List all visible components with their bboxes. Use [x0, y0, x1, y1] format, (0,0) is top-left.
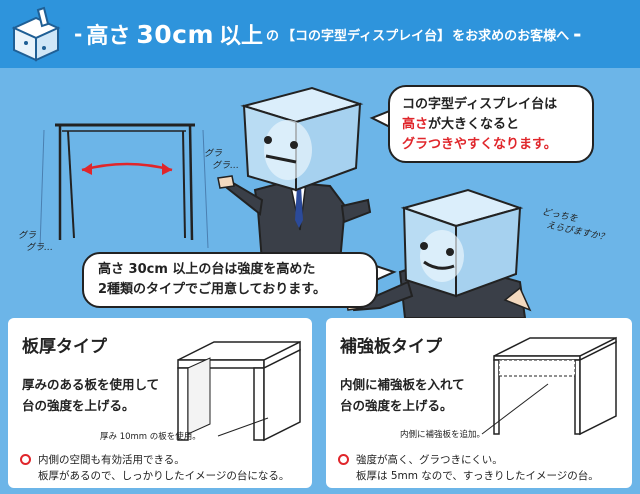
bubble-top-line2-black: が大きくなると	[428, 117, 520, 132]
sfx-gura-4: グラ…	[26, 243, 54, 253]
title-size: 30cm	[136, 19, 214, 49]
bubble-left-line2: 2種類のタイプでご用意しております。	[98, 282, 326, 297]
card-merit-thick-line1: 内側の空間も有効活用できる。	[38, 454, 185, 466]
callout-line-thick	[217, 417, 269, 437]
bubble-top-line2-red: 高さ	[402, 117, 429, 132]
bubble-top-line2: 高さが大きくなると	[402, 115, 580, 135]
speech-bubble-top: コの字型ディスプレイ台は 高さが大きくなると グラつきやすくなります。	[388, 85, 594, 163]
card-desc-thick: 厚みのある板を使用して 台の強度を上げる。	[22, 374, 182, 416]
title-product: 【コの字型ディスプレイ台】	[282, 28, 451, 44]
card-merit-thick-line2: 板厚があるので、しっかりしたイメージの台になる。	[38, 470, 290, 482]
card-desc-thick-line1: 厚みのある板を使用して	[22, 377, 160, 392]
sfx-gura-1: グラ	[204, 149, 223, 159]
card-merit-reinforced-line1: 強度が高く、グラつきにくい。	[356, 454, 503, 466]
card-reinforced-board: 補強板タイプ 内側に補強板を入れて 台の強度を上げる。 内側に補強板を追加。 強…	[326, 318, 632, 488]
bubble-left-line1: 高さ 30cm 以上の台は強度を高めた	[98, 262, 316, 277]
wobbly-table-icon	[39, 123, 209, 249]
sfx-gura-2: グラ…	[212, 161, 240, 171]
card-merit-reinforced: 強度が高く、グラつきにくい。 板厚は 5mm なので、すっきりしたイメージの台。	[338, 452, 599, 484]
title-for: をお求めのお客様へ	[452, 28, 570, 44]
card-merit-reinforced-line2: 板厚は 5mm なので、すっきりしたイメージの台。	[356, 470, 599, 482]
title-dash-right: -	[573, 22, 582, 46]
card-desc-reinforced: 内側に補強板を入れて 台の強度を上げる。	[340, 374, 500, 416]
card-merit-thick: 内側の空間も有効活用できる。 板厚があるので、しっかりしたイメージの台になる。	[20, 452, 289, 484]
bubble-top-line1: コの字型ディスプレイ台は	[402, 97, 558, 112]
bubble-tail-left	[375, 264, 397, 282]
card-thick-board: 板厚タイプ 厚みのある板を使用して 台の強度を上げる。 厚み 10mm の板を使…	[8, 318, 312, 488]
box-hand-logo-icon	[11, 6, 61, 62]
sfx-gura-3: グラ	[18, 231, 37, 241]
merit-circle-icon	[338, 454, 349, 465]
reinforced-board-table-icon	[493, 336, 617, 436]
card-desc-thick-line2: 台の強度を上げる。	[22, 398, 135, 413]
card-note-thick: 厚み 10mm の板を使用。	[100, 432, 201, 442]
card-desc-reinforced-line2: 台の強度を上げる。	[340, 398, 453, 413]
header-banner: - 高さ 30cm 以上 の 【コの字型ディスプレイ台】 をお求めのお客様へ -	[0, 0, 640, 68]
title-height: 高さ	[86, 24, 131, 49]
card-desc-reinforced-line1: 内側に補強板を入れて	[340, 377, 465, 392]
title-dash-left: -	[74, 22, 83, 46]
card-title-thick: 板厚タイプ	[22, 337, 107, 357]
page-title: - 高さ 30cm 以上 の 【コの字型ディスプレイ台】 をお求めのお客様へ -	[74, 0, 585, 68]
title-above: 以上	[219, 24, 264, 49]
callout-line-reinforced	[481, 383, 549, 435]
card-title-reinforced: 補強板タイプ	[340, 337, 442, 357]
card-note-reinforced: 内側に補強板を追加。	[400, 430, 486, 440]
bubble-top-line3: グラつきやすくなります。	[402, 137, 557, 152]
box-head-businessman-icon	[217, 86, 372, 263]
merit-circle-icon	[20, 454, 31, 465]
speech-bubble-left: 高さ 30cm 以上の台は強度を高めた 2種類のタイプでご用意しております。	[82, 252, 378, 308]
title-no: の	[266, 28, 280, 44]
